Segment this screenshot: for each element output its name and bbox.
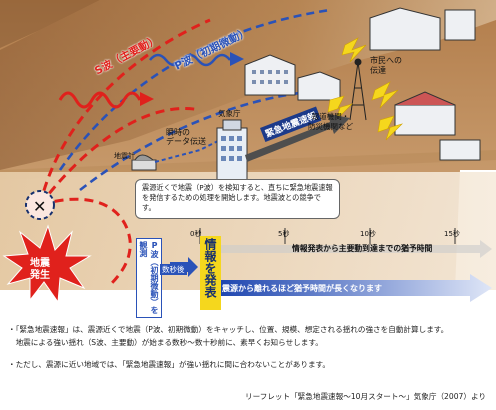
tick-5: 5秒 xyxy=(278,230,290,238)
seismometer-icon xyxy=(131,154,157,171)
source-credit: リーフレット「緊急地震速報～10月スタート～」気象庁（2007）より xyxy=(244,392,486,401)
tick-10: 10秒 xyxy=(360,230,376,238)
quake-label: 地震発生 xyxy=(30,258,50,281)
jma-label: 気象庁 xyxy=(218,109,241,118)
note-2: 地震による強い揺れ（S波、主要動）が始まる数秒～数十秒前に、素早くお知らせします… xyxy=(8,338,323,347)
tick-15: 15秒 xyxy=(444,230,460,238)
p-detect-label: P波（初期微動）を観測 xyxy=(136,238,162,318)
jma-building-icon xyxy=(216,119,248,181)
note-3: ・ただし、震源に近い地域では、「緊急地震速報」が強い揺れに間に合わないことがあり… xyxy=(8,360,330,369)
s-wave-fronts xyxy=(38,18,211,287)
signal-bolts-icon xyxy=(327,37,404,141)
broadcast-label: 報道機関・防災機関など xyxy=(308,112,353,131)
eew-arrow xyxy=(245,114,350,162)
seismometer-label: 地震計 xyxy=(114,152,135,160)
lead-time-label: 震源から離れるほど猶予時間が長くなります xyxy=(222,284,382,293)
quake-burst-icon xyxy=(2,224,92,304)
info-issue-label: 情報を発表 xyxy=(200,236,221,310)
instant-transfer-label: 瞬時のデータ伝送 xyxy=(166,128,206,146)
detection-callout: 震源近くで地震（P波）を検知すると、直ちに緊急地震速報を発信するための処理を開始… xyxy=(135,179,340,219)
note-1: ・「緊急地震速報」は、震源近くで地震（P波、初期微動）をキャッチし、位置、規模、… xyxy=(8,325,449,334)
citizens-label: 市民への伝達 xyxy=(370,56,402,75)
broadcast-tower-icon xyxy=(349,58,367,121)
s-wave-wiggle xyxy=(58,91,142,109)
p-wave-wiggle xyxy=(148,53,232,67)
lead-time-arrow xyxy=(220,274,492,302)
seconds-after-label: 数秒後 xyxy=(160,264,187,275)
city-buildings-icon xyxy=(244,7,481,161)
tick-0: 0秒 xyxy=(190,230,202,238)
hypocenter-marker xyxy=(25,190,55,220)
svg-text:✕: ✕ xyxy=(33,197,46,216)
timeline-caption: 情報発表から主要動到達までの猶予時間 xyxy=(292,244,433,253)
